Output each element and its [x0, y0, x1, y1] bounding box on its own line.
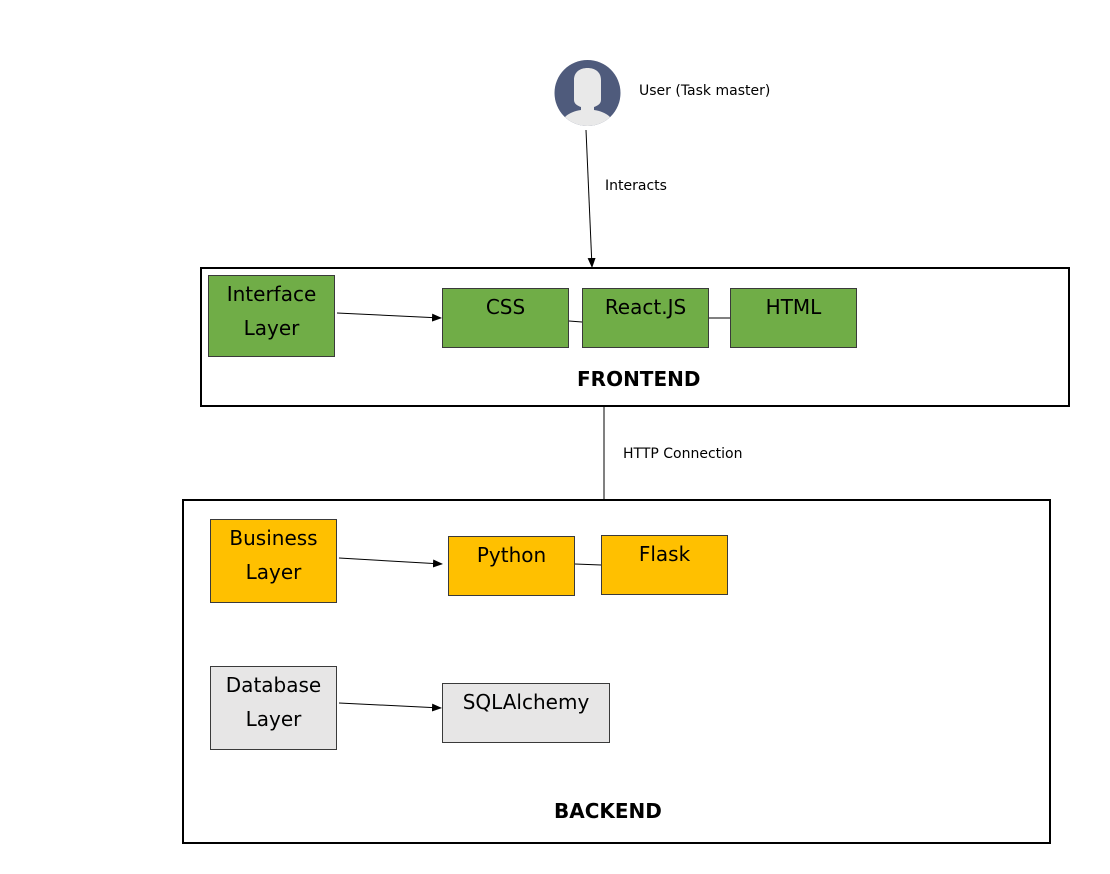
- sqlalchemy-label: SQLAlchemy: [462, 690, 590, 714]
- business-layer-box: Business Layer: [210, 519, 337, 603]
- interface-layer-box: Interface Layer: [208, 275, 335, 357]
- css-label: CSS: [485, 295, 526, 319]
- frontend-title: FRONTEND: [577, 367, 701, 391]
- interface-to-css-arrow: [336, 312, 442, 322]
- sqlalchemy-box: SQLAlchemy: [442, 683, 610, 743]
- backend-title: BACKEND: [554, 799, 662, 823]
- interface-layer-label: Interface Layer: [226, 282, 317, 340]
- html-box: HTML: [730, 288, 857, 348]
- flask-label: Flask: [638, 542, 691, 566]
- python-label: Python: [476, 543, 547, 567]
- reactjs-box: React.JS: [582, 288, 709, 348]
- css-box: CSS: [442, 288, 569, 348]
- reactjs-label: React.JS: [604, 295, 687, 319]
- business-to-python-arrow: [338, 557, 443, 568]
- python-box: Python: [448, 536, 575, 596]
- business-layer-label: Business Layer: [229, 526, 318, 584]
- user-to-frontend-arrow: [585, 129, 596, 268]
- database-layer-label: Database Layer: [225, 673, 322, 731]
- html-label: HTML: [765, 295, 822, 319]
- database-layer-box: Database Layer: [210, 666, 337, 750]
- interacts-edge-label: Interacts: [605, 178, 667, 194]
- css-to-react-line: [568, 320, 583, 323]
- python-to-flask-line: [574, 563, 602, 566]
- user-avatar-icon: [554, 60, 621, 126]
- flask-box: Flask: [601, 535, 728, 595]
- user-label: User (Task master): [639, 83, 771, 99]
- http-connection-label: HTTP Connection: [623, 446, 743, 462]
- database-to-sqlalchemy-arrow: [338, 702, 442, 712]
